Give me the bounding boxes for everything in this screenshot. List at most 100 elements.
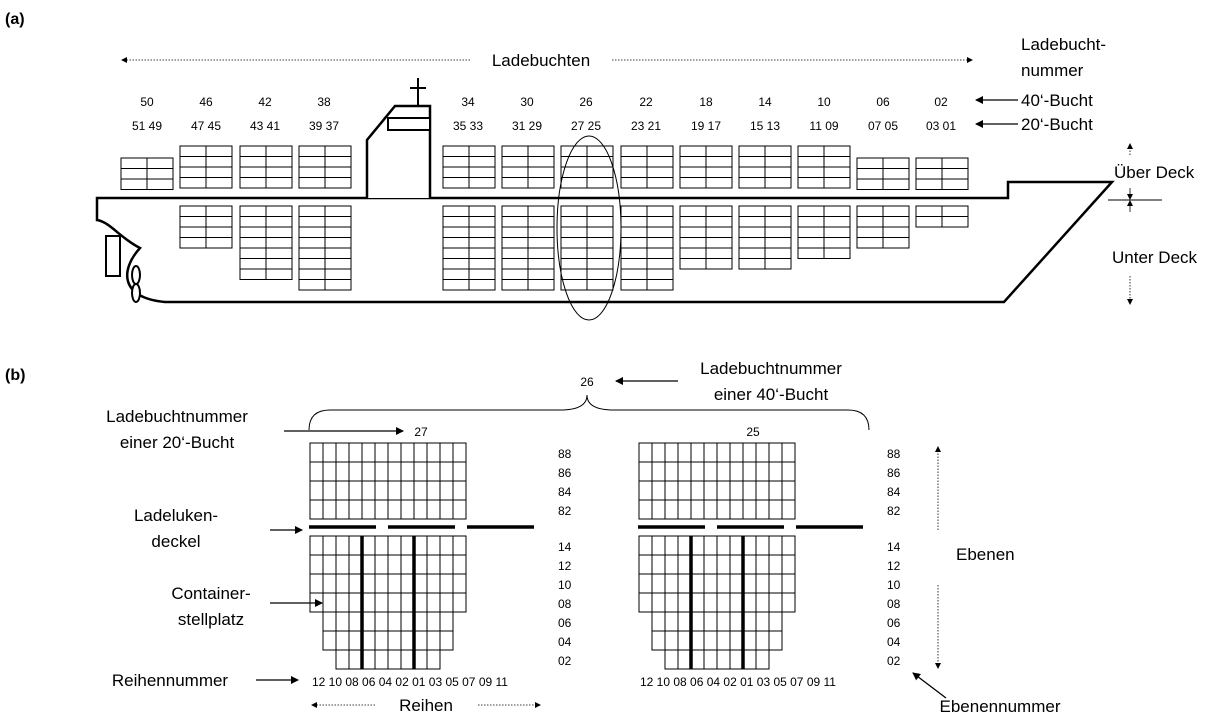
container-slot [781, 535, 796, 556]
container-slot [664, 535, 679, 556]
container-slot [439, 573, 454, 594]
container-slot [348, 573, 363, 594]
container-slot [755, 573, 770, 594]
container-slot [729, 592, 744, 613]
container-slot [387, 573, 402, 594]
container-slot [716, 535, 731, 556]
container-slot [452, 535, 467, 556]
ebenennummer-arrow [912, 672, 947, 699]
container-slot [361, 535, 376, 556]
bay40-number-label: 26 [579, 95, 593, 109]
deck-containers [560, 145, 614, 189]
propeller-icon [131, 265, 141, 303]
container-slot [703, 535, 718, 556]
deck-containers [239, 145, 293, 189]
tier-number: 02 [887, 654, 901, 668]
container-slot [755, 649, 770, 670]
container-slot [664, 573, 679, 594]
container-slot [755, 592, 770, 613]
bay-grid-25 [638, 442, 863, 670]
reihen-label: Reihen [399, 696, 453, 715]
container-stack [239, 145, 293, 280]
deck-containers [120, 157, 174, 190]
deck-containers [179, 145, 233, 189]
container-slot [335, 649, 350, 670]
container-slot [729, 573, 744, 594]
bay40-number-label: 10 [817, 95, 831, 109]
container-slot [335, 611, 350, 632]
container-slot [361, 630, 376, 651]
container-slot [348, 611, 363, 632]
container-slot [768, 573, 783, 594]
container-slot [716, 573, 731, 594]
ladeluken-label-line1: Ladeluken- [134, 506, 218, 525]
stellplatz-label-line2: stellplatz [178, 610, 244, 629]
bucht20-label: 20‘-Bucht [1021, 115, 1093, 134]
tier-number: 82 [558, 504, 572, 518]
container-stacks [120, 145, 969, 291]
container-stack [442, 145, 496, 291]
stellplatz-label-line1: Container- [171, 584, 250, 603]
bay20-number-label: 27 25 [571, 119, 601, 133]
container-slot [374, 554, 389, 575]
container-stack [915, 157, 969, 228]
ladebuchten-label: Ladebuchten [492, 51, 590, 70]
deck-containers [856, 157, 910, 190]
container-stack [179, 145, 233, 249]
container-slot [742, 630, 757, 651]
container-slot [651, 592, 666, 613]
ueber-deck-label: Über Deck [1114, 163, 1195, 182]
bay40-label-line2: einer 40‘-Bucht [714, 385, 829, 404]
container-slot [651, 554, 666, 575]
deck-containers [298, 145, 352, 189]
hold-containers [620, 205, 674, 291]
container-slot [413, 573, 428, 594]
container-slot [690, 592, 705, 613]
tier-number: 06 [558, 616, 572, 630]
container-stack [298, 145, 352, 291]
container-slot [374, 592, 389, 613]
container-slot [768, 592, 783, 613]
container-slot [361, 554, 376, 575]
container-slot [742, 573, 757, 594]
container-slot [387, 649, 402, 670]
container-slot [439, 535, 454, 556]
container-slot [439, 611, 454, 632]
container-slot [439, 630, 454, 651]
tier-number: 84 [558, 485, 572, 499]
hold-containers [501, 205, 555, 291]
container-slot [335, 535, 350, 556]
container-slot [677, 573, 692, 594]
tier-number: 10 [558, 578, 572, 592]
container-slot [348, 649, 363, 670]
container-slot [742, 554, 757, 575]
bay40-number-label: 22 [639, 95, 653, 109]
bay20-number-label: 07 05 [868, 119, 898, 133]
tier-number: 84 [887, 485, 901, 499]
container-slot [322, 611, 337, 632]
container-slot [638, 592, 653, 613]
container-slot [400, 630, 415, 651]
container-slot [322, 630, 337, 651]
container-slot [335, 592, 350, 613]
ladebucht-nummer-label-line2: nummer [1021, 61, 1084, 80]
container-slot [413, 611, 428, 632]
container-slot [400, 611, 415, 632]
container-slot [426, 573, 441, 594]
bay40-number-label: 50 [140, 95, 154, 109]
bay40-number-label: 02 [934, 95, 948, 109]
container-slot [755, 554, 770, 575]
container-slot [361, 649, 376, 670]
container-stack [738, 145, 792, 270]
bay40-number-label: 30 [520, 95, 534, 109]
container-slot [322, 535, 337, 556]
container-slot [677, 535, 692, 556]
bay20-label-line2: einer 20‘-Bucht [120, 433, 235, 452]
container-slot [452, 554, 467, 575]
bay40-number-label: 46 [199, 95, 213, 109]
container-slot [742, 535, 757, 556]
container-slot [755, 611, 770, 632]
tier-number: 86 [558, 466, 572, 480]
container-slot [755, 535, 770, 556]
bay-grid-27 [309, 442, 534, 670]
